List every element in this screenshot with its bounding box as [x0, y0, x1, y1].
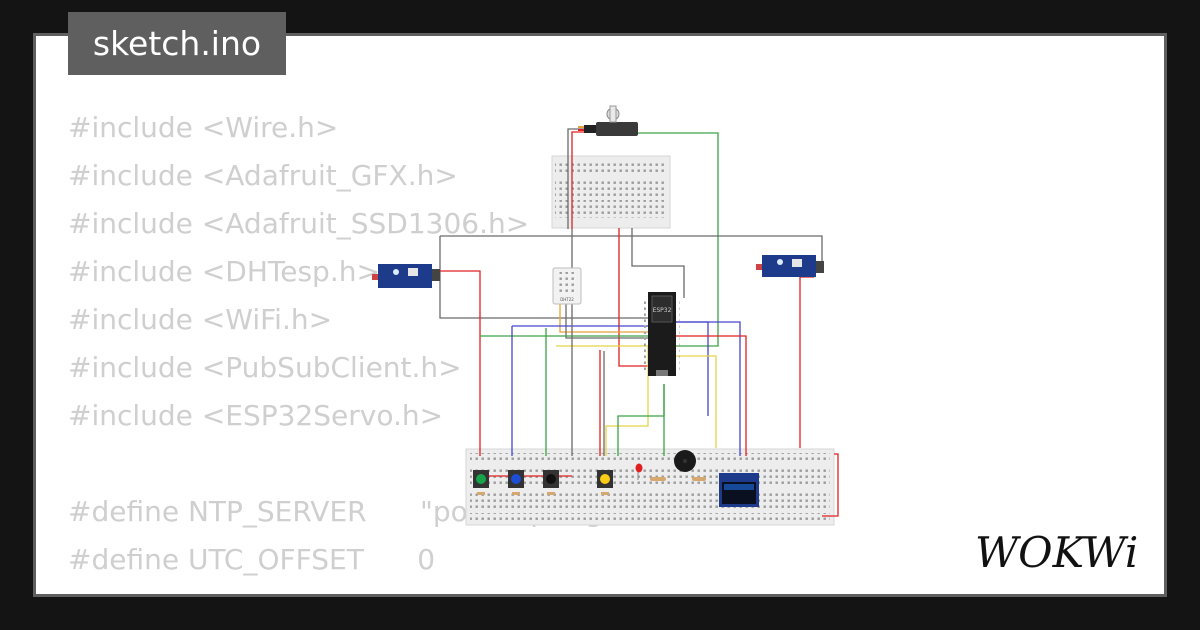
- dht-sensor[interactable]: DHT22: [552, 267, 582, 305]
- left-sensor-module[interactable]: [372, 264, 440, 288]
- circuit-diagram[interactable]: DHT22 ESP32: [36, 36, 1167, 597]
- push-button-yellow[interactable]: [597, 470, 613, 495]
- code-line: #include <Wire.h>: [68, 111, 339, 144]
- top-breadboard[interactable]: [551, 155, 671, 229]
- esp32-label: ESP32: [653, 307, 672, 314]
- code-line: #define UTC_OFFSET 0: [68, 543, 436, 576]
- resistors: [650, 477, 706, 481]
- right-sensor-module[interactable]: [756, 255, 824, 277]
- red-led[interactable]: [635, 463, 643, 481]
- wokwi-logo: WOKWi: [975, 528, 1138, 577]
- push-button-black[interactable]: [543, 470, 559, 495]
- wires: [436, 128, 839, 517]
- code-line: #include <DHTesp.h>: [68, 255, 380, 288]
- wokwi-logo-text: WOKWi: [975, 528, 1138, 577]
- esp32-board[interactable]: ESP32: [644, 292, 680, 376]
- code-background: #include <Wire.h> #include <Adafruit_GFX…: [68, 104, 616, 594]
- dht-label: DHT22: [560, 297, 574, 302]
- code-line: #include <Adafruit_GFX.h>: [68, 159, 458, 192]
- code-line: #include <PubSubClient.h>: [68, 351, 462, 384]
- servo-motor[interactable]: [578, 105, 638, 136]
- code-line: #define UTC_OFFSET_DST 0: [68, 584, 616, 594]
- push-button-green[interactable]: [473, 470, 489, 495]
- code-line: #include <ESP32Servo.h>: [68, 399, 444, 432]
- oled-display[interactable]: [719, 473, 759, 507]
- canvas-card: #include <Wire.h> #include <Adafruit_GFX…: [33, 33, 1167, 597]
- buzzer[interactable]: [674, 450, 696, 472]
- code-line: #include <WiFi.h>: [68, 303, 333, 336]
- code-line: #include <Adafruit_SSD1306.h>: [68, 207, 530, 240]
- file-tab[interactable]: sketch.ino: [68, 12, 286, 75]
- push-button-blue[interactable]: [508, 470, 524, 495]
